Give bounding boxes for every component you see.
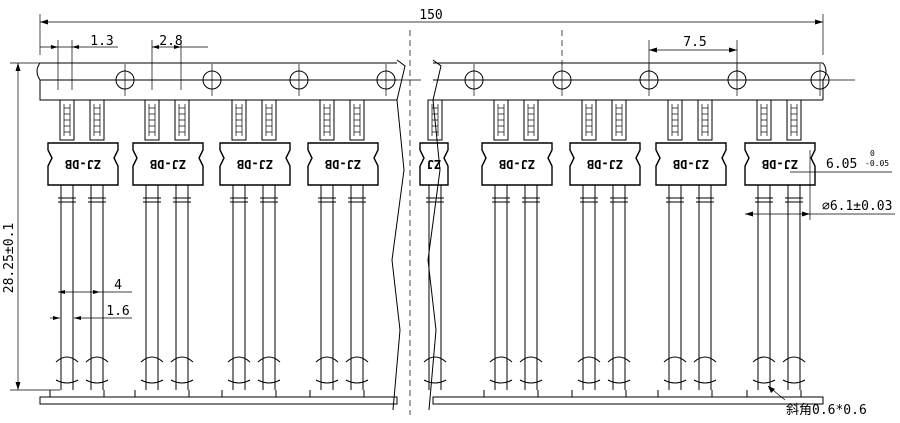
pin-offset-label: 1.3 <box>90 34 113 49</box>
terminal-units: ZJ-DB ZJ-DB ZJ-DB ZJ-DB ZJ ZJ-DB ZJ-DB ZJ-DB ZJ-… <box>47 64 855 397</box>
part-label: ZJ-DB <box>499 157 535 171</box>
terminal-unit: ZJ-DB <box>744 99 816 397</box>
part-label: ZJ-DB <box>65 157 101 171</box>
carrier-strip-right <box>433 62 827 101</box>
terminal-unit: ZJ-DB <box>132 99 204 397</box>
flange-tol-upper: 0 <box>870 149 875 158</box>
terminal-unit: ZJ-DB <box>307 99 379 397</box>
flange-dimension: 6.05 0 -0.05 <box>790 149 892 173</box>
terminal-unit: ZJ-DB <box>655 99 727 397</box>
diameter-label: ∅6.1±0.03 <box>822 199 892 214</box>
part-label: ZJ-DB <box>587 157 623 171</box>
body-width-dimension: 4 <box>58 278 132 294</box>
pin-pitch-label: 2.8 <box>159 34 182 49</box>
part-label: ZJ-DB <box>150 157 186 171</box>
chamfer-note: 斜角0.6*0.6 <box>767 385 867 418</box>
pair-pitch-label: 7.5 <box>683 35 706 50</box>
flange-tol-lower: -0.05 <box>865 159 889 168</box>
height-label: 28.25±0.1 <box>2 223 17 293</box>
pair-pitch-dimension: 7.5 <box>648 35 738 78</box>
terminal-unit: ZJ-DB <box>481 99 553 397</box>
chamfer-label: 斜角0.6*0.6 <box>786 403 867 418</box>
pin-width-dimension: 1.6 <box>50 304 132 320</box>
part-label: ZJ-DB <box>673 157 709 171</box>
overall-dimension: 150 <box>39 8 824 55</box>
part-label: ZJ-DB <box>325 157 361 171</box>
part-label: ZJ-DB <box>762 157 798 171</box>
break-lines <box>391 30 563 415</box>
pin-offset-dimension: 1.3 <box>40 34 118 90</box>
diameter-dimension: ∅6.1±0.03 <box>745 150 895 220</box>
terminal-unit: ZJ-DB <box>219 99 291 397</box>
terminal-unit: ZJ <box>419 99 449 390</box>
flange-dim-label: 6.05 <box>826 157 857 172</box>
height-dimension: 28.25±0.1 <box>2 62 60 391</box>
pin-width-label: 1.6 <box>106 304 129 319</box>
base-strip <box>39 396 824 405</box>
part-label: ZJ <box>427 157 441 171</box>
terminal-unit: ZJ-DB <box>569 99 641 397</box>
carrier-strip-left <box>36 62 397 101</box>
body-width-label: 4 <box>114 278 122 293</box>
pin-pitch-dimension: 2.8 <box>151 34 208 90</box>
overall-length-label: 150 <box>419 8 442 23</box>
part-label: ZJ-DB <box>237 157 273 171</box>
terminal-unit: ZJ-DB <box>47 99 119 397</box>
